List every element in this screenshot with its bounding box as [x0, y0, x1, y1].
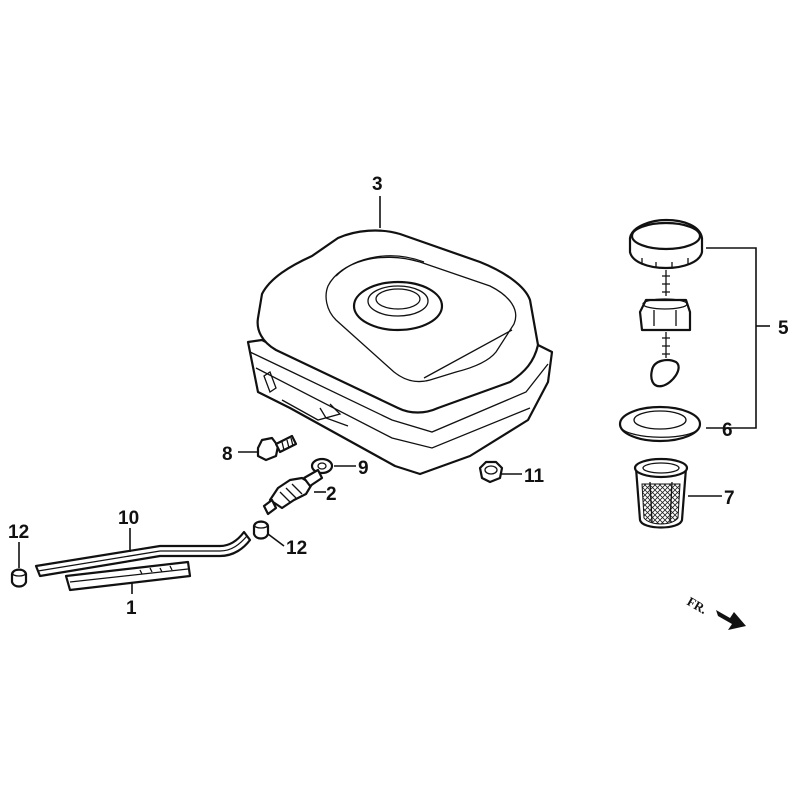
- front-direction-indicator: FR.: [685, 594, 746, 630]
- label-part-5: 5: [778, 318, 789, 339]
- fuel-tube: [34, 530, 252, 578]
- fuel-hose: [64, 560, 192, 592]
- hex-nut: [478, 460, 504, 484]
- label-part-11: 11: [524, 466, 545, 487]
- label-part-6: 6: [722, 420, 733, 441]
- fuel-tank: [246, 229, 554, 476]
- flange-bolt: [256, 434, 298, 462]
- leader-lines: [18, 196, 770, 594]
- label-part-3: 3: [372, 174, 383, 195]
- label-part-2: 2: [326, 484, 337, 505]
- front-direction-text: FR.: [685, 594, 710, 617]
- label-part-1: 1: [126, 598, 137, 619]
- part-labels: 3 5 6 7 8 9 2 11 10 1 12 12: [8, 174, 789, 619]
- label-part-7: 7: [724, 488, 735, 509]
- label-part-9: 9: [358, 458, 369, 479]
- label-part-8: 8: [222, 444, 233, 465]
- fuel-strainer: [633, 457, 689, 529]
- label-part-10: 10: [118, 508, 139, 529]
- gasket: [618, 405, 702, 443]
- hose-clip-right: [252, 520, 270, 540]
- filler-cap: [628, 218, 704, 388]
- label-part-12-left: 12: [8, 522, 29, 543]
- fuel-joint: [262, 468, 324, 516]
- arrow-right-icon: [716, 610, 746, 630]
- label-part-12-right: 12: [286, 538, 307, 559]
- hose-clip-left: [10, 568, 28, 588]
